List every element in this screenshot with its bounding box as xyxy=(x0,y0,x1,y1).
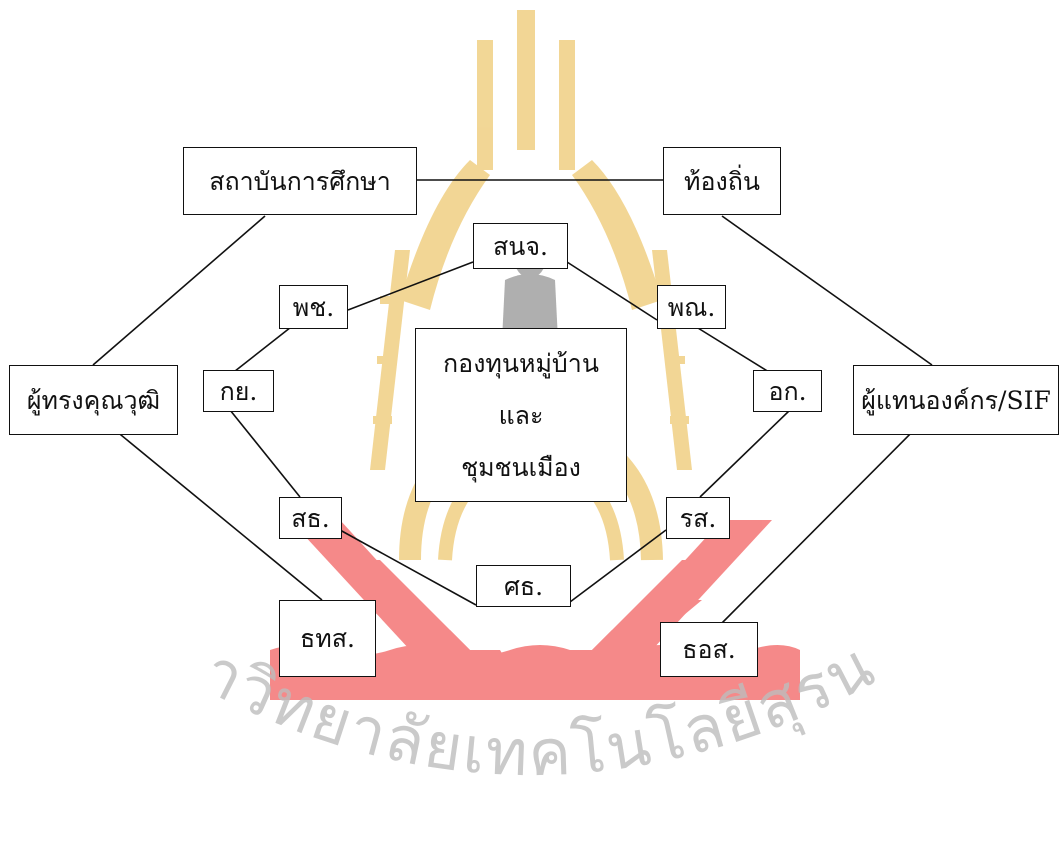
node-education-institute: สถาบันการศึกษา xyxy=(183,147,417,215)
line-local-orgrep xyxy=(721,215,933,366)
line-st-sr xyxy=(339,529,477,606)
node-st: สธ. xyxy=(279,497,342,539)
line-snj-pch xyxy=(347,261,474,311)
node-experts: ผู้ทรงคุณวุฒิ xyxy=(9,365,178,435)
line-ky-st xyxy=(229,409,301,498)
node-local: ท้องถิ่น xyxy=(663,147,781,215)
line-snj-pn xyxy=(566,261,658,321)
node-org-rep: ผู้แทนองค์กร/SIF xyxy=(853,365,1059,435)
node-center-fund: กองทุนหมู่บ้าน และ ชุมชนเมือง xyxy=(415,328,627,502)
node-bos: ธอส. xyxy=(660,622,758,677)
line-rs-sr xyxy=(565,529,667,606)
center-line-2: และ xyxy=(498,400,544,430)
node-ky: กย. xyxy=(203,370,274,412)
line-experts-bhs xyxy=(92,411,323,601)
line-ok-rs xyxy=(699,409,791,498)
center-line-1: กองทุนหมู่บ้าน xyxy=(443,348,599,378)
node-sr: ศธ. xyxy=(476,565,571,607)
line-pch-ky xyxy=(229,319,301,376)
node-ok: อก. xyxy=(753,370,822,412)
node-snj: สนจ. xyxy=(473,223,568,269)
node-pch: พช. xyxy=(279,285,348,329)
node-pn: พณ. xyxy=(657,285,726,329)
node-bhs: ธทส. xyxy=(279,600,376,677)
line-institute-experts xyxy=(92,215,266,366)
center-line-3: ชุมชนเมือง xyxy=(461,452,581,482)
line-orgrep-bos xyxy=(719,411,933,626)
node-rs: รส. xyxy=(666,497,730,539)
